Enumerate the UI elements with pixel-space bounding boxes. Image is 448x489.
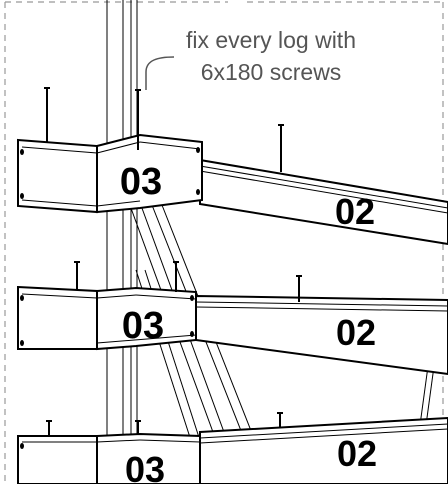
log-row-bottom: 03 02	[17, 412, 448, 489]
corner-log-number: 03	[120, 161, 162, 203]
screw	[74, 261, 80, 290]
instruction-line-1: fix every log with	[186, 27, 356, 53]
wall-log-number: 02	[335, 191, 375, 232]
corner-log-number: 03	[125, 449, 165, 484]
vertical-post	[106, 0, 138, 484]
corner-log-left	[17, 435, 98, 485]
screw	[296, 275, 302, 302]
screw	[135, 420, 141, 434]
corner-log-right	[96, 133, 203, 214]
screw	[278, 124, 284, 172]
corner-log-right	[96, 432, 201, 485]
screw	[173, 261, 179, 292]
screw	[135, 89, 141, 150]
wall-log-number: 02	[336, 312, 376, 353]
log-row-top: 03 02	[17, 87, 448, 246]
log-row-middle: 03 02	[17, 261, 448, 376]
corner-log-number: 03	[122, 305, 164, 347]
detail-frame	[4, 1, 444, 482]
corner-log-left	[17, 138, 98, 214]
corner-log-right	[96, 286, 197, 351]
wall-log-number: 02	[337, 433, 377, 474]
screw	[44, 87, 50, 142]
wall-log	[199, 416, 448, 485]
callout-leader	[145, 56, 175, 90]
screw	[46, 420, 52, 436]
instruction-line-2: 6x180 screws	[201, 59, 342, 85]
screw	[277, 412, 283, 428]
